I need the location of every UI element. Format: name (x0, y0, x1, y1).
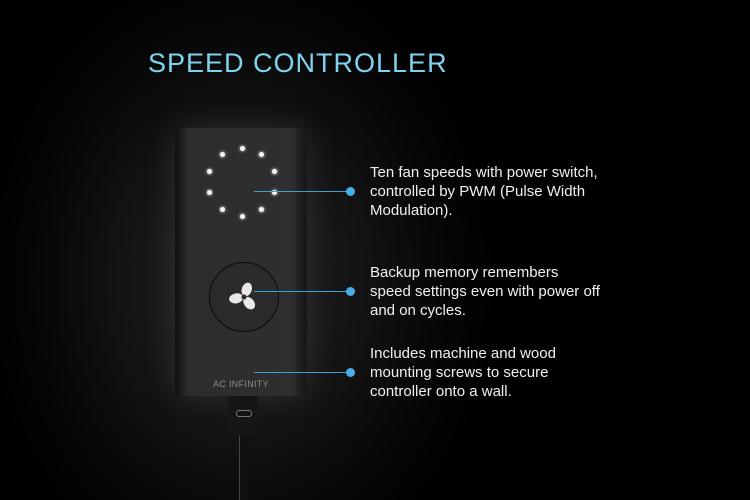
callout-dot (346, 287, 355, 296)
fan-icon (229, 282, 256, 310)
speed-led (239, 145, 245, 151)
speed-led (207, 190, 213, 195)
speed-led (259, 207, 265, 212)
usb-c-port-icon (236, 410, 252, 417)
feature-text: Backup memory remembers speed settings e… (370, 264, 600, 319)
page-title: SPEED CONTROLLER (148, 48, 448, 78)
feature-text: Ten fan speeds with power switch, contro… (370, 164, 598, 219)
cable (239, 436, 248, 500)
callout-line (254, 191, 350, 192)
callout-dot (346, 368, 355, 377)
speed-led (239, 213, 245, 219)
speed-led (207, 168, 213, 174)
speed-led (271, 168, 277, 174)
feature-text: Includes machine and wood mounting screw… (370, 345, 556, 400)
brand-label: AC INFINITY (213, 379, 269, 389)
callout-line (254, 372, 350, 373)
speed-led (219, 207, 225, 212)
callout-line (254, 291, 350, 292)
speed-led (271, 190, 277, 195)
speed-led (219, 151, 225, 157)
callout-dot (346, 187, 355, 196)
power-button[interactable] (209, 262, 279, 332)
speed-led (259, 151, 265, 157)
